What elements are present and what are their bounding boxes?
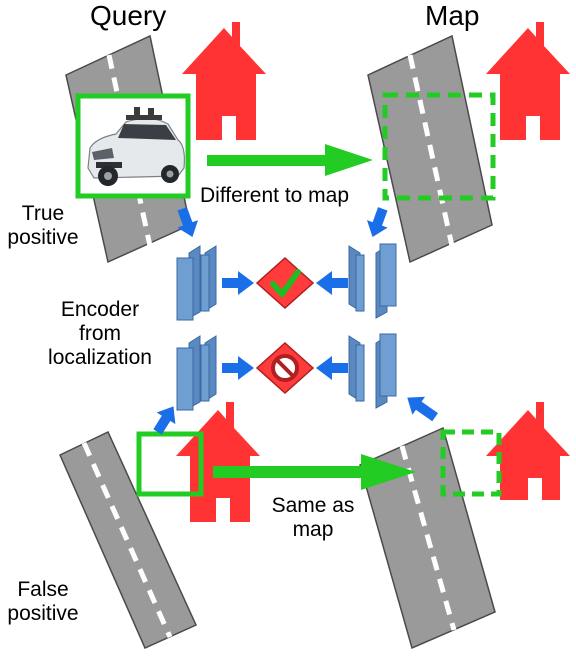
map-header: Map [425,0,480,31]
house-query-bottom [176,402,260,522]
blue-arrow-left-to-prohibit [222,356,254,380]
prohibition-icon [255,341,315,395]
encoder-map-top [348,243,397,319]
blue-arrows [153,207,438,435]
blue-arrow-right-to-check [316,271,348,295]
house-map-top [486,22,570,140]
blue-arrow-map-to-encoder-bottom [407,396,438,422]
different-to-map-label: Different to map [200,184,350,207]
true-positive-label: True positive [2,202,84,250]
map-box-top-dashed [382,92,496,201]
same-as-map-line-1: Same as [271,494,355,517]
query-box-top [75,93,191,199]
blue-arrow-right-to-prohibit [316,356,348,380]
road-query-bottom [59,430,197,649]
encoder-line-2: from [79,322,121,346]
blue-arrow-query-to-encoder-bottom [153,406,176,435]
query-header: Query [90,0,167,31]
green-arrow-bottom [213,454,416,490]
encoder-query-top [176,245,217,321]
same-as-map-line-2: map [292,518,334,542]
false-positive-line-1: False [17,578,69,601]
map-box-bottom-dashed [440,429,502,497]
green-arrow-top [207,144,373,176]
car-image [78,96,188,196]
blue-arrow-left-to-check [222,271,254,295]
true-positive-line-1: True [21,202,65,225]
encoder-map-bottom [348,333,397,409]
query-box-bottom [136,431,204,497]
same-as-map-label: Same as map [258,494,368,542]
false-positive-label: False positive [0,578,86,626]
encoder-line-1: Encoder [60,298,140,321]
encoder-label: Encoder from localization [30,298,170,370]
road-map-bottom [359,426,496,650]
house-query-top [182,22,266,140]
checkmark-icon [255,256,315,310]
blue-arrow-map-to-encoder-top [366,207,388,238]
house-map-bottom [486,402,570,500]
encoder-query-bottom [176,335,217,411]
false-positive-line-2: positive [7,602,79,626]
encoder-line-3: localization [48,346,152,370]
true-positive-line-2: positive [7,226,79,250]
blue-arrow-query-to-encoder-top [177,207,199,238]
